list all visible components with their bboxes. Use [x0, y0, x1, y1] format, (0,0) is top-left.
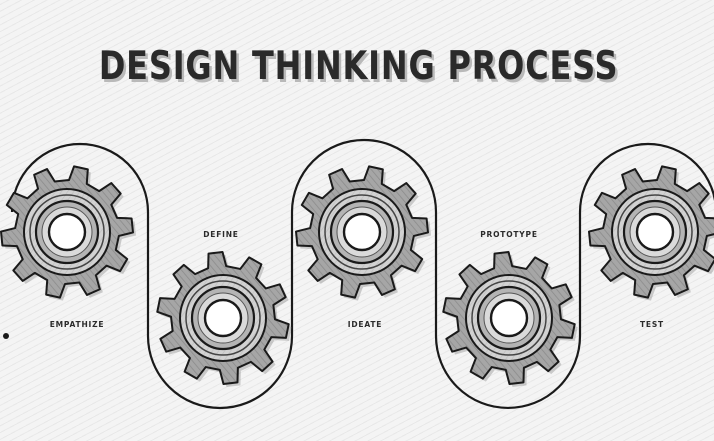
stage-label-ideate: IDEATE [348, 320, 382, 329]
gear-icon-ideate [295, 165, 431, 301]
stage-label-empathize: EMPATHIZE [50, 320, 105, 329]
stage-label-define: DEFINE [203, 230, 238, 239]
process-path [10, 138, 714, 410]
gear-icon-test [588, 165, 714, 301]
gear-icon-prototype [442, 251, 578, 387]
path-endpoint [3, 333, 9, 339]
stage-label-test: TEST [640, 320, 664, 329]
gear-icon-empathize [0, 165, 136, 301]
diagram-title: DESIGN THINKING PROCESS [98, 44, 619, 89]
stage-label-prototype: PROTOTYPE [480, 230, 538, 239]
gear-icon-define [156, 251, 292, 387]
